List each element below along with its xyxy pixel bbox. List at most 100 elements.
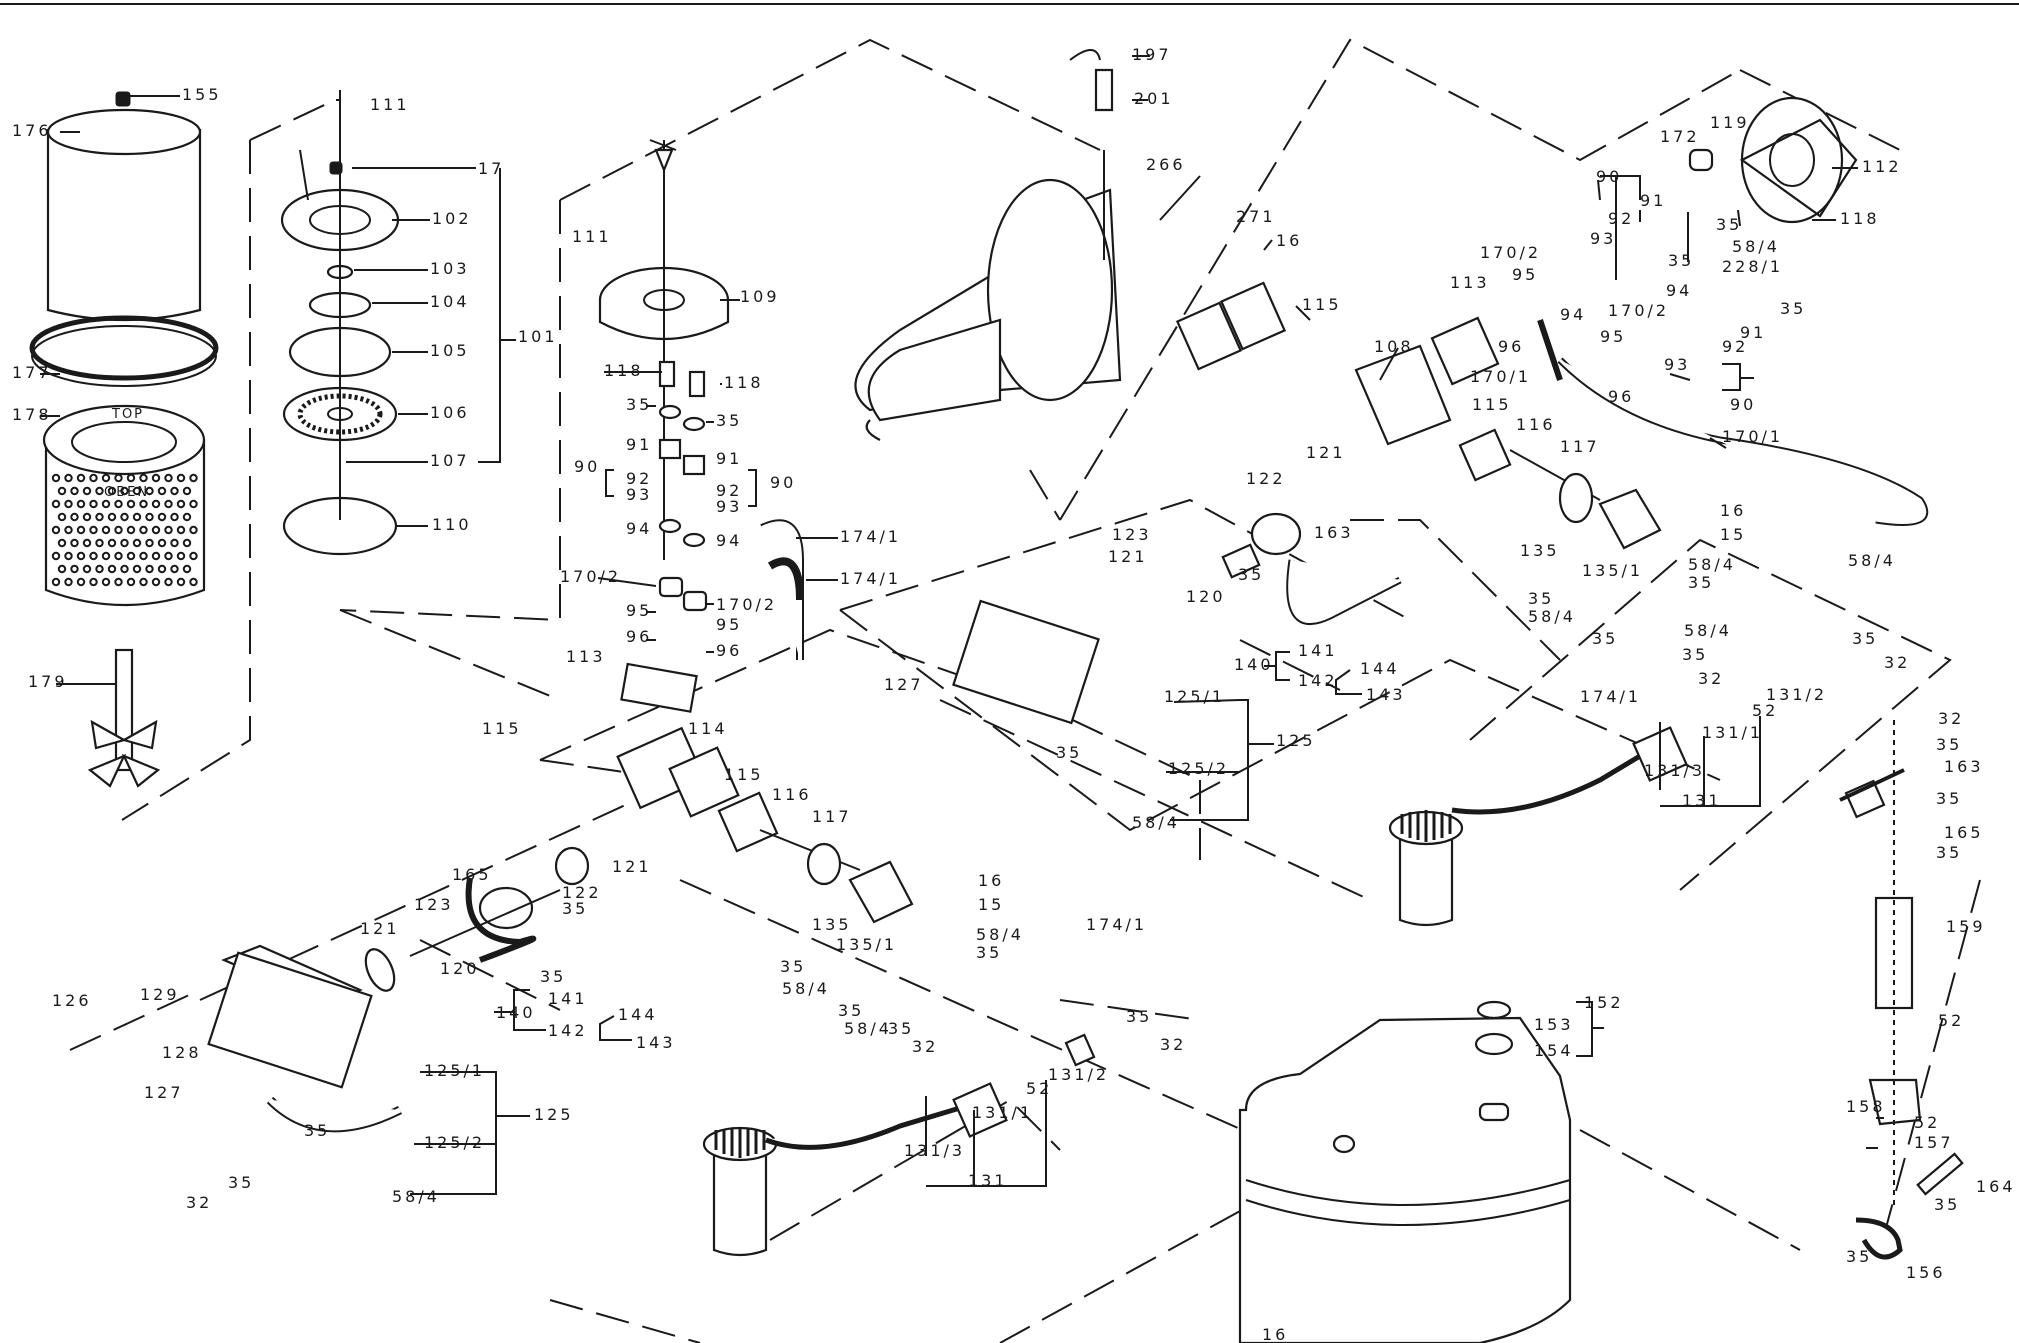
- leader-lines: [40, 55, 1884, 1195]
- perforation-hole: [182, 512, 192, 522]
- perforation-hole: [101, 525, 111, 535]
- perforation-hole: [114, 473, 123, 483]
- part-number-label: 115: [724, 765, 764, 784]
- part-number-label: 125/2: [424, 1133, 485, 1152]
- part-number-label: 32: [186, 1193, 212, 1212]
- part-number-label: 266: [1146, 155, 1186, 174]
- part-number-label: 93: [1664, 355, 1690, 374]
- perforation-hole: [126, 525, 136, 535]
- part-number-label: 91: [716, 449, 742, 468]
- part-number-label: 122: [562, 883, 602, 902]
- part-number-label: 109: [740, 287, 780, 306]
- part-number-label: 94: [1560, 305, 1586, 324]
- perforation-hole: [139, 551, 148, 561]
- part-number-label: 140: [1234, 655, 1274, 674]
- part-number-label: 197: [1132, 45, 1172, 64]
- perforation-hole: [170, 512, 179, 522]
- part-number-label: 125/1: [1164, 687, 1225, 706]
- perforation-hole: [76, 551, 86, 561]
- part-number-label: 131/3: [904, 1141, 965, 1160]
- perforation-hole: [51, 525, 61, 535]
- perforation-hole: [151, 473, 161, 483]
- burner-cone: [854, 49, 1287, 441]
- part-number-label: 144: [1360, 659, 1400, 678]
- perforation-hole: [132, 538, 142, 548]
- perforation-hole: [189, 525, 198, 535]
- perforation-hole: [120, 486, 129, 496]
- part-number-label: 15: [978, 895, 1004, 914]
- part-number-label: 94: [716, 531, 742, 550]
- part-number-label: 95: [626, 601, 652, 620]
- perforation-hole: [64, 551, 73, 561]
- part-number-label: 142: [548, 1021, 588, 1040]
- perforation-hole: [189, 473, 198, 483]
- part-number-label: 178: [12, 405, 52, 424]
- part-number-label: 93: [716, 497, 742, 516]
- part-number-label: 121: [1306, 443, 1346, 462]
- perforation-hole: [151, 525, 161, 535]
- part-number-label: 35: [780, 957, 806, 976]
- perforation-hole: [51, 473, 61, 483]
- part-number-label: 32: [912, 1037, 938, 1056]
- part-number-label: 127: [144, 1083, 184, 1102]
- perforation-hole: [114, 551, 123, 561]
- perforation-hole: [151, 577, 161, 587]
- perforation-hole: [126, 473, 136, 483]
- heating-cartridge-left: [702, 1033, 1096, 1257]
- perforation-hole: [170, 486, 179, 496]
- perforation-hole: [107, 564, 117, 574]
- perforation-hole: [126, 551, 136, 561]
- right-cover-plate: [1537, 96, 1929, 526]
- part-number-label: 91: [626, 435, 652, 454]
- part-number-label: 117: [812, 807, 852, 826]
- perforation-hole: [170, 538, 179, 548]
- perforation-hole: [114, 499, 123, 509]
- part-number-label: 121: [360, 919, 400, 938]
- part-number-label: 156: [1906, 1263, 1946, 1282]
- perforation-hole: [126, 577, 136, 587]
- part-number-label: 32: [1698, 669, 1724, 688]
- part-number-label: 93: [626, 485, 652, 504]
- upper-pump: [952, 316, 1662, 725]
- part-number-label: 174/1: [840, 527, 901, 546]
- part-number-label: 95: [716, 615, 742, 634]
- part-number-label: 112: [1862, 157, 1902, 176]
- part-number-label: 164: [1976, 1177, 2016, 1196]
- perforation-hole: [107, 512, 117, 522]
- perforation-hole: [82, 538, 92, 548]
- part-number-label: 90: [574, 457, 600, 476]
- part-number-label: 15: [1720, 525, 1746, 544]
- perforation-hole: [145, 486, 154, 496]
- part-number-label: 90: [1730, 395, 1756, 414]
- perforation-hole: [95, 538, 104, 548]
- perforation-hole: [157, 564, 167, 574]
- perforation-hole: [182, 564, 192, 574]
- part-number-label: 118: [604, 361, 644, 380]
- perforation-hole: [101, 499, 111, 509]
- part-number-label: 163: [1314, 523, 1354, 542]
- perforation-hole: [70, 538, 79, 548]
- perforation-hole: [57, 538, 67, 548]
- part-number-label: 35: [1936, 789, 1962, 808]
- perforation-hole: [120, 564, 129, 574]
- fuel-tank: [1238, 1000, 1572, 1343]
- part-number-label: 131/1: [1702, 723, 1763, 742]
- part-number-label: 58/4: [1848, 551, 1896, 570]
- part-number-label: 170/2: [560, 567, 621, 586]
- perforation-hole: [89, 473, 98, 483]
- part-number-label: 111: [572, 227, 612, 246]
- part-number-label: 170/2: [716, 595, 777, 614]
- perforation-hole: [64, 499, 73, 509]
- perforation-hole: [176, 499, 186, 509]
- part-number-label: 115: [482, 719, 522, 738]
- perforation-hole: [151, 499, 161, 509]
- part-number-label: 35: [1688, 573, 1714, 592]
- perforation-hole: [132, 486, 142, 496]
- perforation-hole: [176, 551, 186, 561]
- perforation-hole: [176, 577, 186, 587]
- perforation-hole: [189, 499, 198, 509]
- perforation-hole: [101, 473, 111, 483]
- part-number-label: 35: [1936, 843, 1962, 862]
